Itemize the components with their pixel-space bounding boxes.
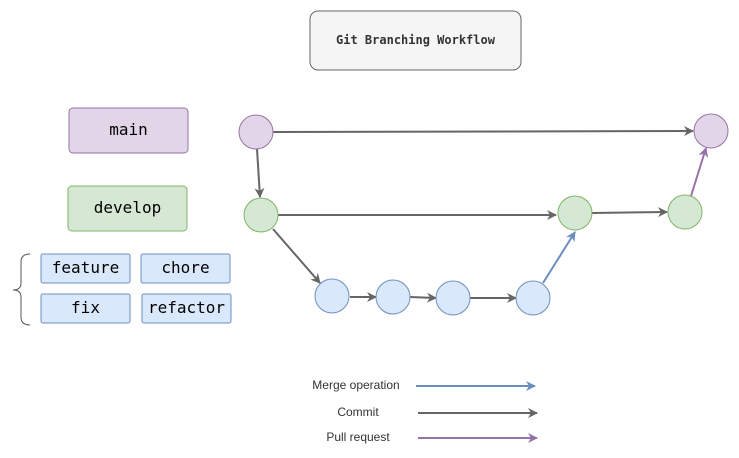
legend-merge-label: Merge operation	[312, 378, 399, 392]
title-box: Git Branching Workflow	[309, 10, 522, 71]
legend: Merge operation Commit Pull request	[312, 378, 538, 444]
legend-pull-request-label: Pull request	[326, 430, 390, 444]
branch-label-refactor: refactor	[141, 293, 232, 324]
arrow-pr-develop-to-main	[690, 147, 709, 197]
branch-label-fix: fix	[40, 293, 131, 324]
develop-commit-node	[557, 195, 593, 231]
develop-commit-node	[667, 194, 703, 230]
main-commit-node	[693, 113, 729, 149]
branch-label-feature-text: feature	[52, 258, 119, 277]
feature-commit-node	[515, 280, 551, 316]
feature-commit-node	[314, 278, 350, 314]
develop-commit-node	[243, 197, 279, 233]
arrow-main-to-develop	[254, 148, 265, 198]
legend-commit-label: Commit	[337, 405, 379, 419]
branch-label-develop: develop	[67, 185, 188, 232]
branch-label-fix-text: fix	[71, 298, 100, 317]
feature-commit-node	[435, 280, 471, 316]
branch-label-chore: chore	[140, 253, 231, 284]
branch-group-brace	[12, 253, 31, 326]
branch-label-refactor-text: refactor	[148, 298, 225, 317]
branch-label-feature: feature	[40, 253, 131, 284]
branch-label-main: main	[68, 107, 189, 154]
arrow-main-to-main	[272, 126, 694, 137]
arrow-merge-feature-to-develop	[542, 231, 576, 284]
main-commit-node	[238, 114, 274, 150]
branch-label-main-text: main	[109, 120, 148, 139]
feature-commit-node	[375, 279, 411, 315]
arrow-develop-to-feature	[272, 228, 321, 284]
branch-label-chore-text: chore	[161, 258, 209, 277]
diagram-title: Git Branching Workflow	[336, 33, 496, 47]
branch-label-develop-text: develop	[94, 198, 161, 217]
arrow-feature-2-to-3	[409, 292, 437, 303]
arrow-develop-to-develop-2	[591, 207, 668, 218]
